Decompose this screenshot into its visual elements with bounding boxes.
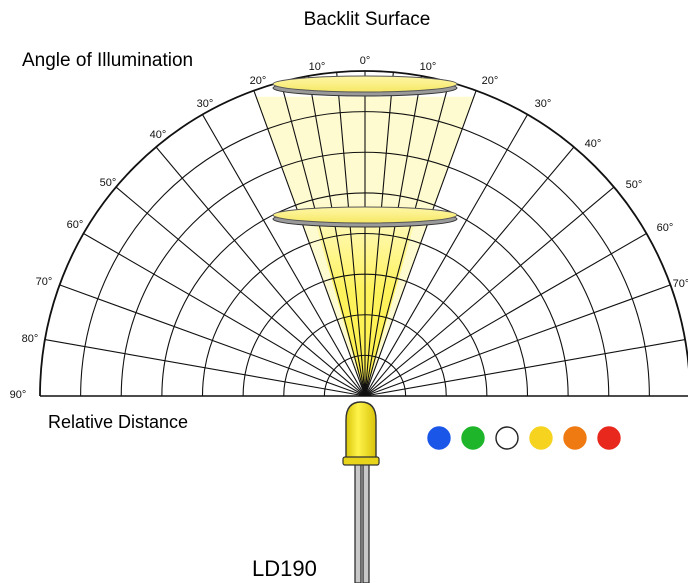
- grid-spoke: [155, 146, 366, 397]
- grid-spoke: [364, 72, 394, 397]
- grid-spoke: [280, 81, 366, 397]
- led-bulb: [345, 401, 377, 459]
- led-lead-left: [354, 463, 362, 583]
- angle-tick: 50°: [100, 177, 117, 189]
- angle-tick: 40°: [585, 138, 602, 150]
- color-swatch-blue: [427, 426, 451, 450]
- grid-spoke: [44, 339, 366, 397]
- color-swatch-green: [461, 426, 485, 450]
- diagram-title: Backlit Surface: [304, 9, 431, 30]
- angle-tick-labels: 10° 20° 30° 40° 50° 60° 70° 80° 90° 0° 10° 20° 30° 40…: [10, 55, 688, 401]
- angle-tick: 60°: [657, 222, 674, 234]
- backlit-disc-near: [272, 206, 458, 228]
- led-lead-right: [362, 463, 370, 583]
- angle-tick: 20°: [250, 75, 267, 87]
- led-component: [342, 401, 380, 583]
- relative-distance-label: Relative Distance: [48, 412, 188, 432]
- grid-spoke: [364, 146, 575, 397]
- disc-face: [272, 75, 458, 93]
- model-label: LD190: [252, 556, 317, 581]
- grid-spoke: [364, 284, 671, 397]
- disc-face: [272, 206, 458, 224]
- led-color-options: [427, 426, 621, 450]
- color-swatch-red: [597, 426, 621, 450]
- backlit-disc-far: [272, 75, 458, 97]
- grid-spoke: [336, 72, 366, 397]
- grid-spoke: [115, 186, 366, 397]
- angle-tick: 30°: [197, 98, 214, 110]
- angle-tick: 70°: [36, 276, 53, 288]
- grid-spoke: [364, 114, 528, 397]
- angle-tick: 10°: [309, 61, 326, 73]
- grid-spoke: [364, 90, 477, 397]
- grid-spoke: [364, 81, 450, 397]
- angle-tick: 80°: [22, 333, 39, 345]
- grid-spoke: [364, 233, 647, 397]
- angle-tick: 0°: [360, 55, 371, 67]
- angle-tick: 70°: [673, 278, 688, 290]
- angle-tick: 90°: [10, 389, 27, 401]
- angle-tick: 30°: [535, 98, 552, 110]
- angle-tick: 10°: [420, 61, 437, 73]
- backlit-discs: [272, 75, 458, 228]
- polar-grid: [39, 70, 688, 397]
- grid-spoke: [202, 114, 366, 397]
- color-swatch-white: [495, 426, 519, 450]
- grid-spoke: [308, 75, 366, 397]
- grid-spoke: [59, 284, 366, 397]
- angle-tick: 50°: [626, 179, 643, 191]
- angle-tick: 20°: [482, 75, 499, 87]
- angle-tick: 40°: [150, 129, 167, 141]
- angle-of-illumination-label: Angle of Illumination: [22, 50, 193, 71]
- grid-spoke: [83, 233, 366, 397]
- angle-tick: 60°: [67, 219, 84, 231]
- grid-spoke: [364, 75, 422, 397]
- grid-spoke: [364, 186, 615, 397]
- led-flange: [342, 456, 380, 466]
- grid-spoke: [364, 339, 686, 397]
- grid-spoke: [253, 90, 366, 397]
- color-swatch-orange: [563, 426, 587, 450]
- color-swatch-yellow: [529, 426, 553, 450]
